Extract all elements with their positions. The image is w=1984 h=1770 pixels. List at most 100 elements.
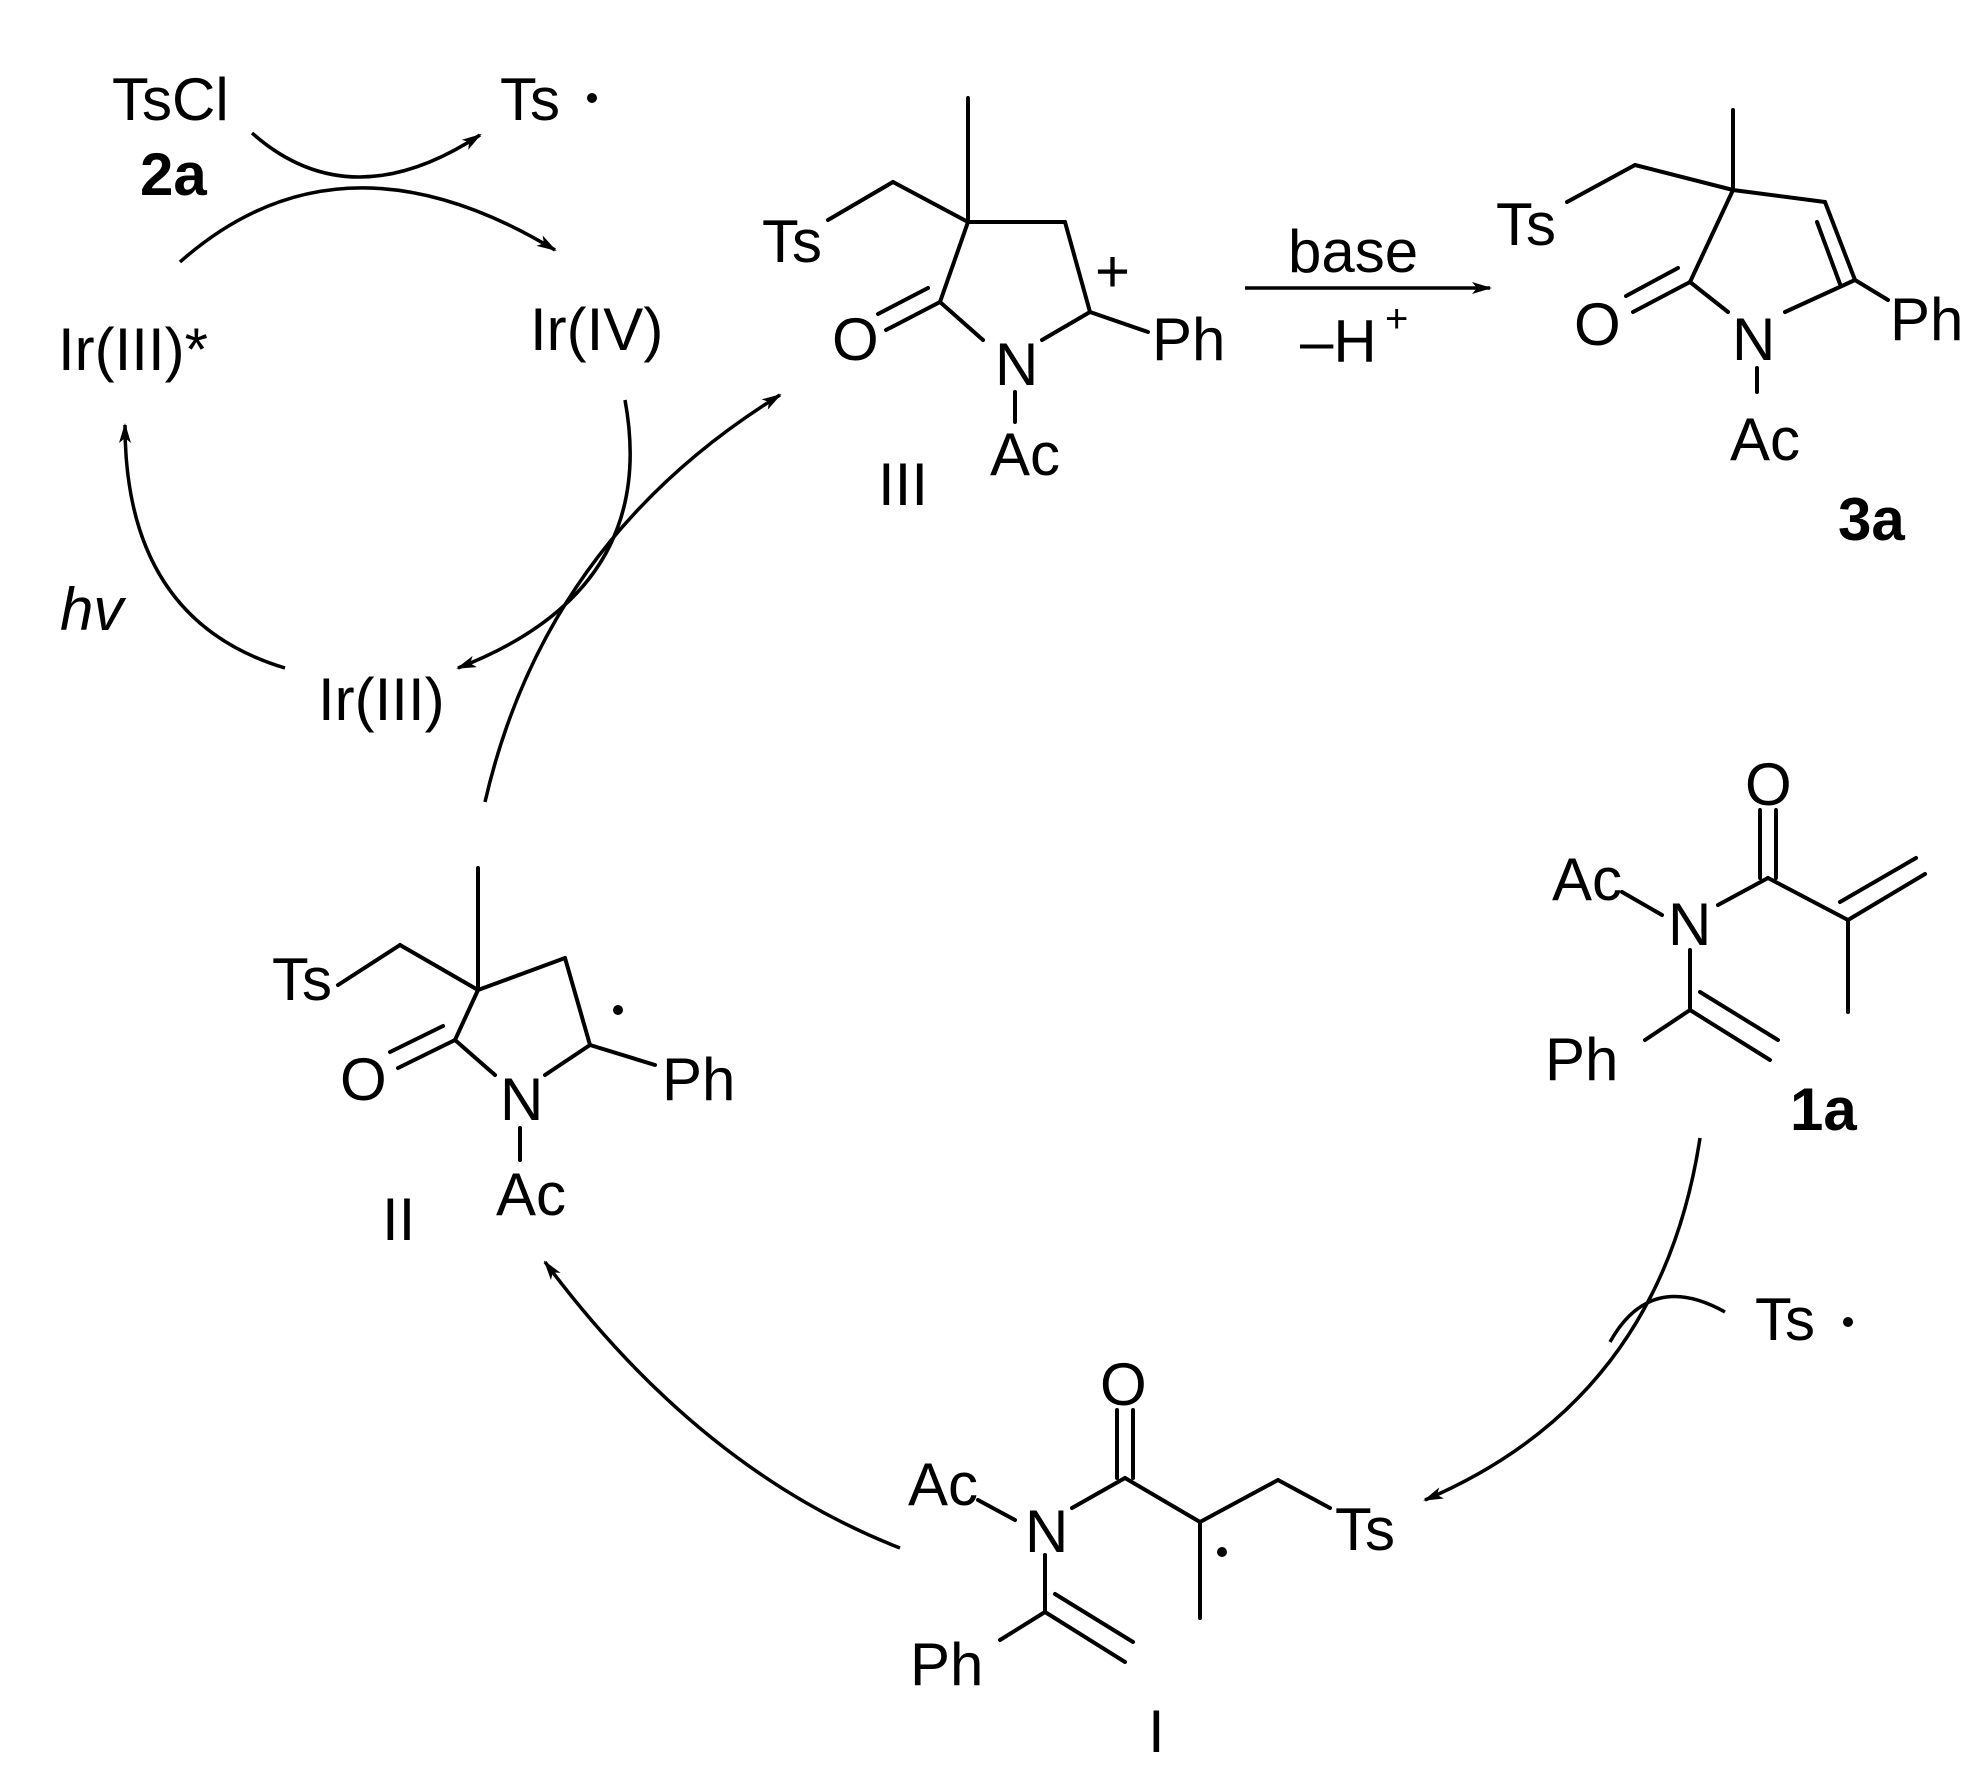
bond-vinyl-a <box>1043 1610 1127 1664</box>
radical-dot-top <box>587 93 597 103</box>
arrow-iriv-to-iriii <box>456 399 632 670</box>
1a-o: O <box>1745 751 1792 818</box>
bond-c2-o-b <box>388 1024 445 1054</box>
bond-vinyl-a <box>1688 1008 1772 1062</box>
II-label: II <box>382 1186 415 1253</box>
ts-radical-top-label: Ts <box>500 66 560 133</box>
III-label: III <box>878 451 928 518</box>
II-ac: Ac <box>496 1161 566 1228</box>
bond-ch2-c3 <box>398 943 480 992</box>
bond-c2-o-a <box>884 300 942 332</box>
bond-n-c2 <box>1688 280 1730 314</box>
bond-n-c2 <box>453 1038 497 1077</box>
bond-ch2-c3 <box>1633 163 1735 192</box>
bond-n-carbonyl <box>1716 876 1770 907</box>
bond-ts-ch2 <box>826 180 895 222</box>
bond-carbonyl-cr <box>1123 1476 1202 1524</box>
I-n: N <box>1025 1498 1068 1565</box>
bond-ch2-ts <box>1276 1478 1332 1510</box>
ir-iii-excited-label: Ir(III)* <box>58 316 208 383</box>
intermediate-II: Ts O N Ac Ph II <box>272 866 735 1253</box>
II-ts: Ts <box>272 946 332 1013</box>
III-n: N <box>995 331 1038 398</box>
tscl-label: TsCl <box>112 66 229 133</box>
3a-n: N <box>1732 306 1775 373</box>
I-o: O <box>1100 1351 1147 1418</box>
arrow-ts-radical-in <box>1608 1294 1726 1343</box>
1a-n: N <box>1668 891 1711 958</box>
arrow-I-to-II <box>543 1260 901 1550</box>
bond-n-carbonyl <box>1070 1476 1127 1510</box>
bond-ts-ch2 <box>336 943 402 987</box>
bond-alkene-b <box>1838 856 1918 904</box>
III-charge: + <box>1095 238 1130 305</box>
ir-iii-label: Ir(III) <box>318 666 445 733</box>
1a-ph: Ph <box>1545 1026 1618 1093</box>
ir-iv-label: Ir(IV) <box>530 296 663 363</box>
bond-c2-c3 <box>938 220 970 304</box>
product-3a: Ts O N Ac Ph 3a <box>1496 108 1963 553</box>
bond-c2-o-b <box>876 286 930 316</box>
bond-c5-n <box>1040 310 1092 342</box>
minus-h-charge: + <box>1385 297 1408 341</box>
bond-c4-c5 <box>1063 220 1092 314</box>
intermediate-I: O Ac N Ts Ph I <box>908 1351 1395 1765</box>
arrow-iriii-to-irstar <box>119 423 286 670</box>
bond-ac-n <box>976 1498 1017 1522</box>
I-ac: Ac <box>908 1451 978 1518</box>
bond-ts-ch2 <box>1565 163 1637 204</box>
1a-ac: Ac <box>1552 846 1622 913</box>
bond-ac-n <box>1620 890 1664 917</box>
III-ts: Ts <box>762 208 822 275</box>
bond-cr-ch2 <box>1198 1478 1280 1524</box>
bond-c4-c5 <box>563 956 592 1047</box>
substrate-1a: O Ac N Ph 1a <box>1545 751 1927 1143</box>
bond-carbonyl-alkene <box>1766 876 1850 922</box>
bond-ch2-c3 <box>891 180 970 224</box>
I-ph: Ph <box>910 1631 983 1698</box>
photocatalytic-cycle: TsCl 2a Ts Ir(III)* Ir(IV) Ir(III) hv <box>58 66 782 803</box>
arrow-irstar-to-iriv <box>178 186 557 264</box>
III-ac: Ac <box>990 421 1060 488</box>
hv-label: hv <box>60 576 126 643</box>
radical-dot-II <box>613 1005 623 1015</box>
radical-addition-step: Ts <box>1423 1137 1853 1502</box>
I-label: I <box>1148 1698 1165 1765</box>
3a-ts: Ts <box>1496 191 1556 258</box>
bond-c5-ph <box>1853 278 1890 302</box>
bond-alkene-a <box>1846 872 1927 922</box>
bond-c3-c4 <box>476 956 567 992</box>
bond-c2-o-a <box>1631 280 1692 314</box>
bond-c5-ph <box>588 1043 657 1067</box>
bond-c2-c3 <box>453 988 480 1042</box>
3a-ph: Ph <box>1890 286 1963 353</box>
arrow-II-to-III <box>483 393 782 803</box>
II-ph: Ph <box>662 1046 735 1113</box>
deprotonation-step: base –H + <box>1245 218 1492 375</box>
bond-c4-c5-double <box>1815 220 1842 286</box>
bond-c2-o-a <box>396 1038 457 1070</box>
reagent-number-2a: 2a <box>140 141 207 208</box>
arrow-1a-to-I <box>1423 1137 1702 1502</box>
substrate-number-1a: 1a <box>1790 1076 1857 1143</box>
I-ts: Ts <box>1335 1496 1395 1563</box>
3a-ac: Ac <box>1730 406 1800 473</box>
intermediate-III: Ts O N Ac Ph + III <box>762 96 1225 518</box>
II-n: N <box>500 1066 543 1133</box>
bond-c4-c5 <box>1823 200 1857 282</box>
bond-vinyl-b <box>1053 1592 1135 1644</box>
bond-c5-n <box>1783 278 1857 314</box>
bond-c3-c4 <box>1731 188 1827 204</box>
III-o: O <box>832 306 879 373</box>
bond-vinyl-b <box>1698 990 1780 1042</box>
bond-vinyl-ph <box>1643 1008 1692 1042</box>
3a-o: O <box>1574 291 1621 358</box>
bond-c2-c3 <box>1688 188 1735 284</box>
II-o: O <box>340 1046 387 1113</box>
bond-vinyl-ph <box>998 1610 1047 1642</box>
product-number-3a: 3a <box>1838 486 1905 553</box>
minus-h-label: –H <box>1300 308 1377 375</box>
radical-dot-bottom <box>1843 1317 1853 1327</box>
bond-c5-ph <box>1088 310 1150 334</box>
